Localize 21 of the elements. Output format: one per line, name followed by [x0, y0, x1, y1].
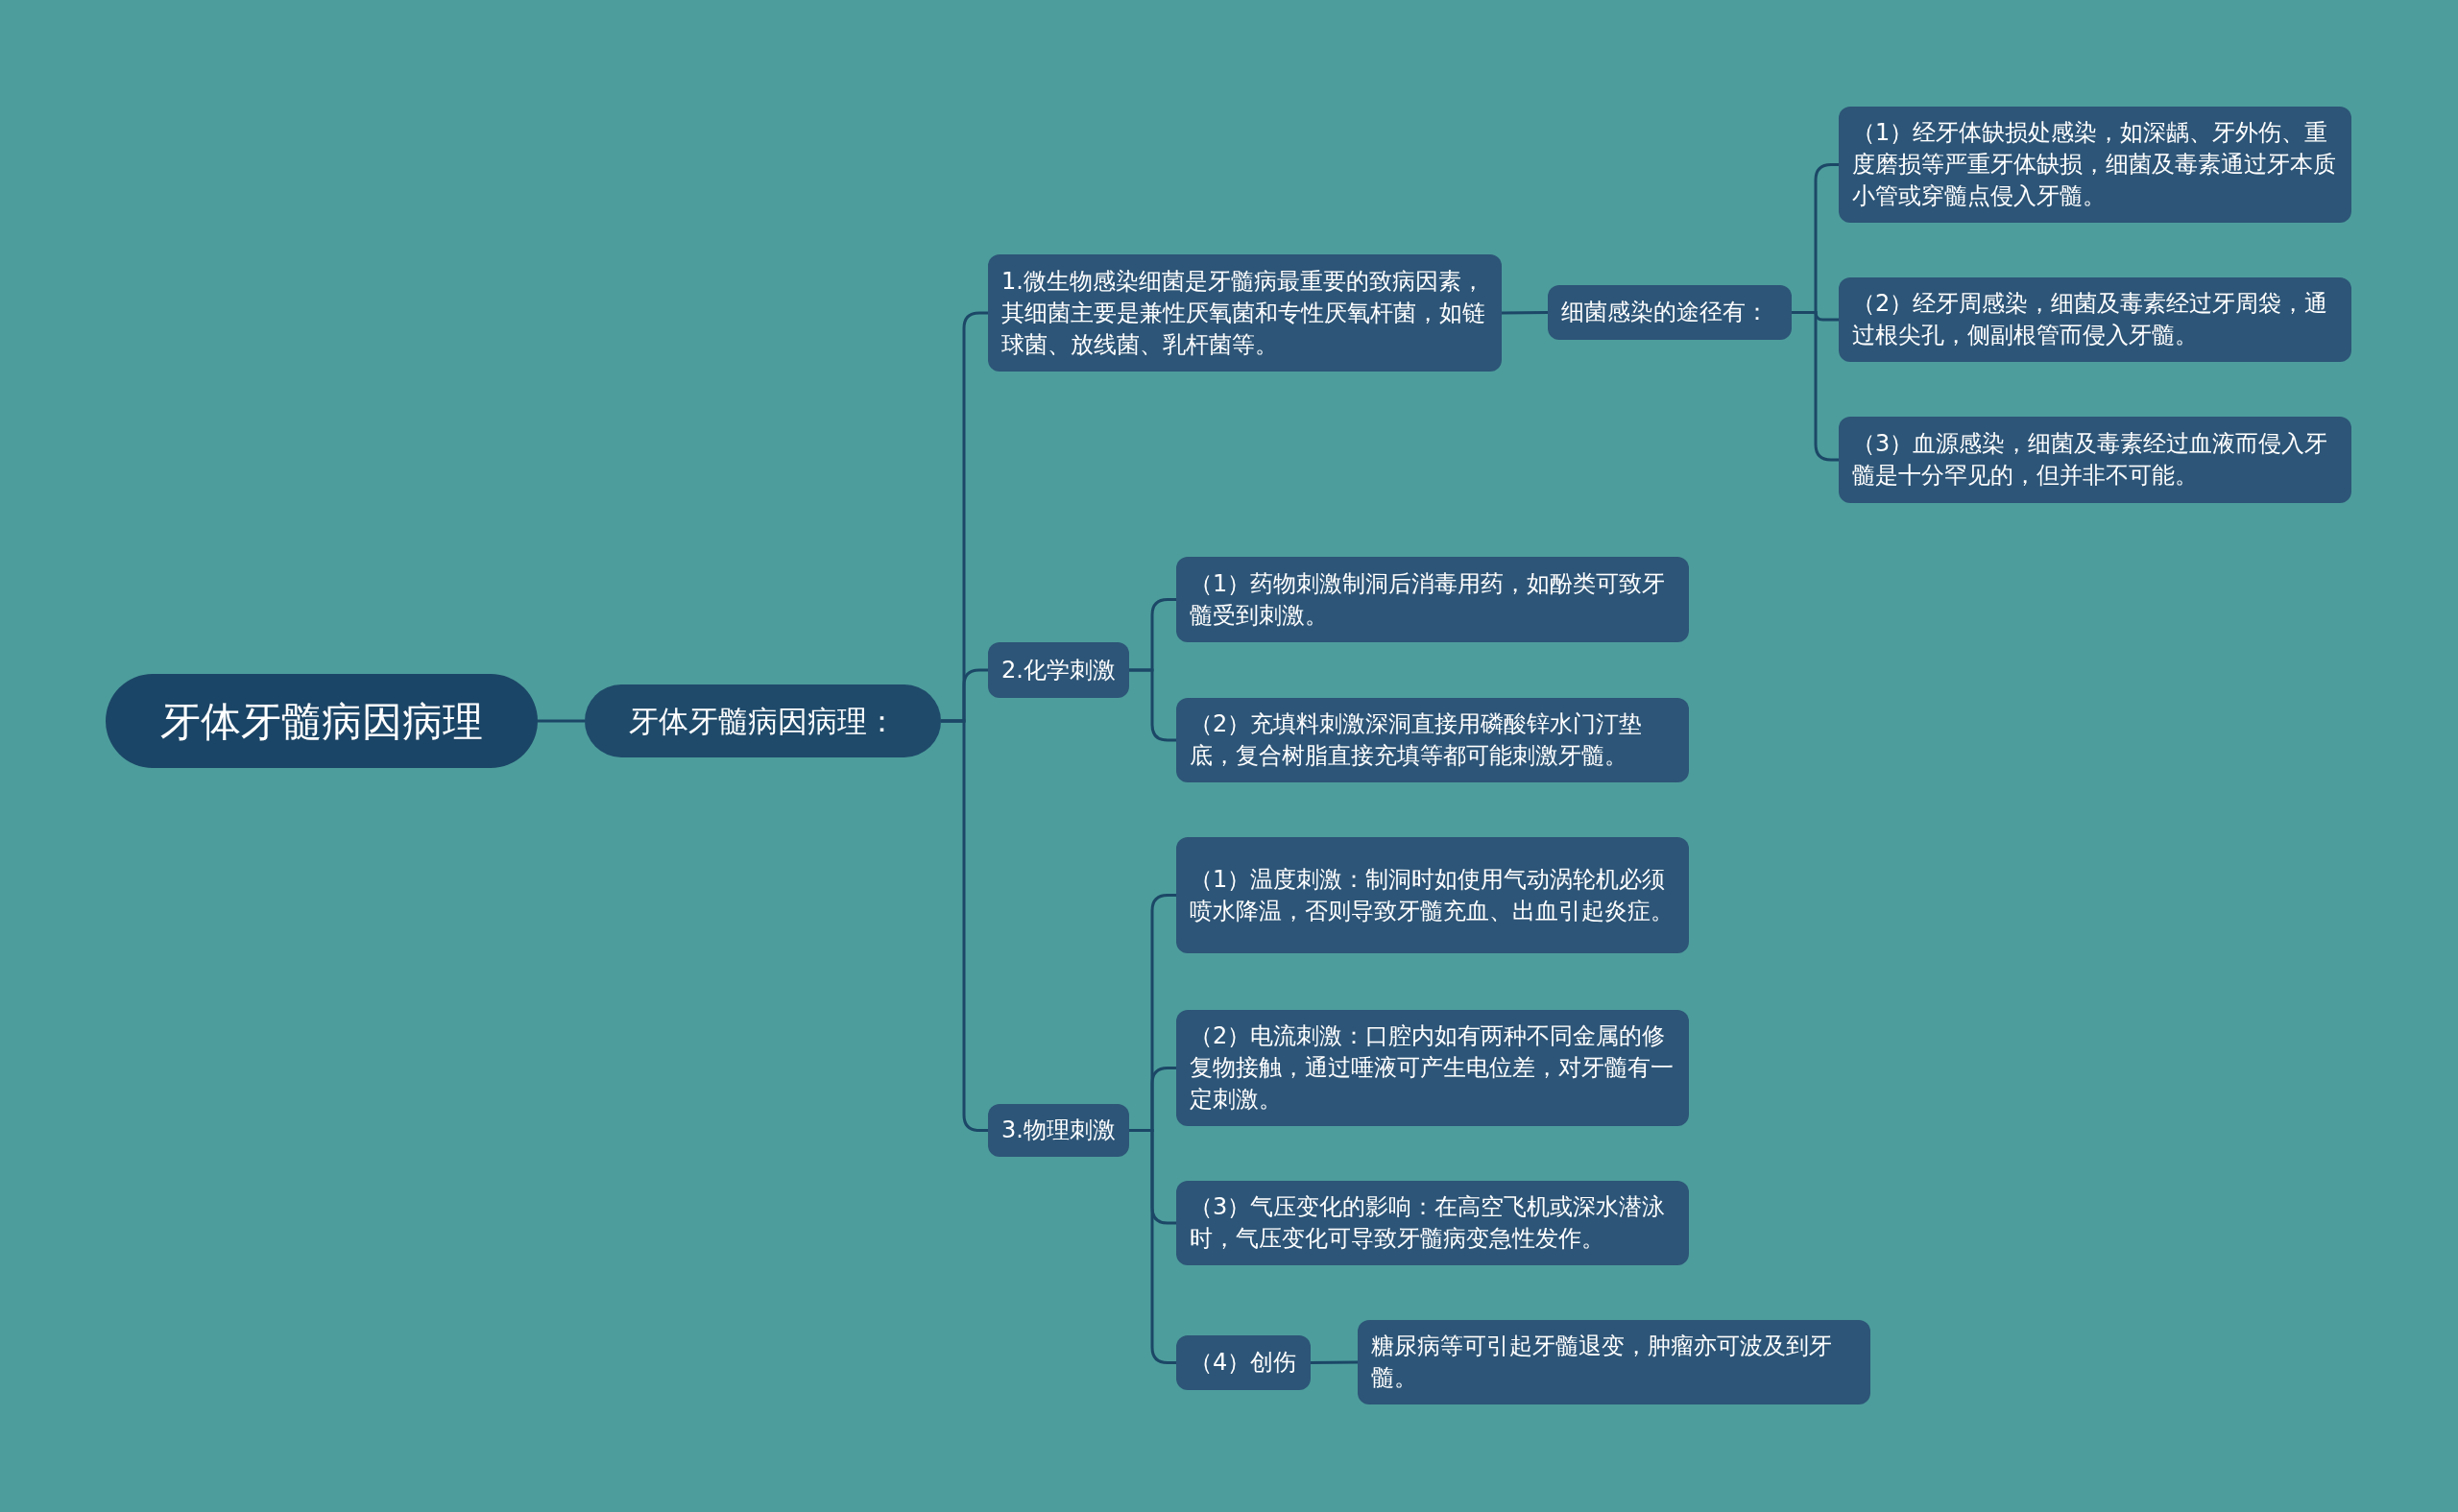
connector: [538, 719, 585, 723]
connector: [1502, 311, 1548, 315]
topic-box: 1.微生物感染细菌是牙髓病最重要的致病因素，其细菌主要是兼性厌氧菌和专性厌氧杆菌，如链球菌、放线菌、乳杆菌等。: [988, 254, 1502, 372]
topic-box: （2）充填料刺激深洞直接用磷酸锌水门汀垫底，复合树脂直接充填等都可能刺激牙髓。: [1176, 698, 1689, 782]
topic-box: （3）血源感染，细菌及毒素经过血液而侵入牙髓是十分罕见的，但并非不可能。: [1839, 417, 2351, 503]
topic-box: 2.化学刺激: [988, 642, 1129, 698]
connector: [1792, 311, 1839, 462]
topic-box: （1）药物刺激制洞后消毒用药，如酚类可致牙髓受到刺激。: [1176, 557, 1689, 642]
topic-box: （2）经牙周感染，细菌及毒素经过牙周袋，通过根尖孔，侧副根管而侵入牙髓。: [1839, 277, 2351, 362]
topic-box: 3.物理刺激: [988, 1104, 1129, 1157]
connector: [1311, 1360, 1358, 1364]
topic-box: （4）创伤: [1176, 1335, 1311, 1390]
topic-box: （2）电流刺激：口腔内如有两种不同金属的修复物接触，通过唾液可产生电位差，对牙髓有一定刺激。: [1176, 1010, 1689, 1126]
topic-box: （1）经牙体缺损处感染，如深龋、牙外伤、重度磨损等严重牙体缺损，细菌及毒素通过牙本质小管或穿髓点侵入牙髓。: [1839, 107, 2351, 223]
connector: [1129, 668, 1176, 742]
main-topic: 牙体牙髓病因病理：: [585, 684, 941, 757]
topic-box: （3）气压变化的影响：在高空飞机或深水潜泳时，气压变化可导致牙髓病变急性发作。: [1176, 1181, 1689, 1265]
topic-box: 细菌感染的途径有：: [1548, 285, 1792, 340]
central-topic: 牙体牙髓病因病理: [106, 674, 538, 768]
topic-box: 糖尿病等可引起牙髓退变，肿瘤亦可波及到牙髓。: [1358, 1320, 1870, 1404]
topic-box: （1）温度刺激：制洞时如使用气动涡轮机必须喷水降温，否则导致牙髓充血、出血引起炎症。: [1176, 837, 1689, 953]
